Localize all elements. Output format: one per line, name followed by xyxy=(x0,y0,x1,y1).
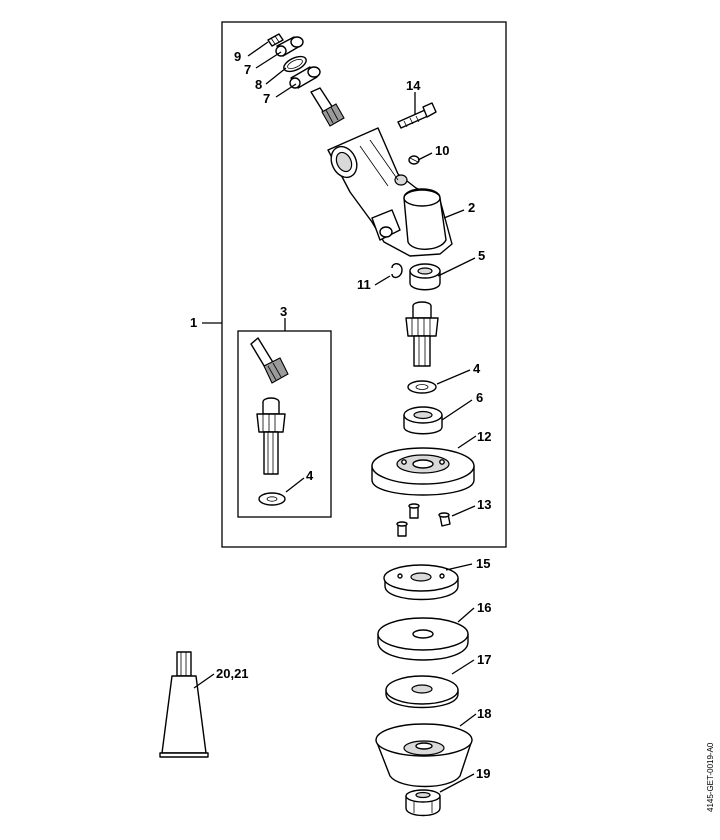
part-2-gear-housing xyxy=(327,127,453,257)
label-16: 16 xyxy=(477,600,491,615)
part-5-ball-bearing xyxy=(409,263,441,291)
part-10-screw-plug xyxy=(408,155,420,165)
label-18: 18 xyxy=(477,706,491,721)
part-13-screws xyxy=(396,503,451,537)
label-6: 6 xyxy=(476,390,483,405)
label-12: 12 xyxy=(477,429,491,444)
label-8: 8 xyxy=(255,77,262,92)
bevel-gear-shaft-main xyxy=(405,301,439,367)
label-17: 17 xyxy=(477,652,491,667)
label-13: 13 xyxy=(477,497,491,512)
leader-lines xyxy=(193,41,477,793)
part-16-disc xyxy=(377,617,469,661)
label-2: 2 xyxy=(468,200,475,215)
label-11: 11 xyxy=(357,277,371,292)
part-18-rider-plate xyxy=(375,723,473,788)
part-4-washer-box xyxy=(258,492,286,506)
bevel-pinion-upper xyxy=(310,87,345,127)
part-17-thrust-washer xyxy=(385,675,459,709)
label-1: 1 xyxy=(190,315,197,330)
label-3: 3 xyxy=(280,304,287,319)
label-9: 9 xyxy=(234,49,241,64)
label-7-lower: 7 xyxy=(263,91,270,106)
label-4-top: 4 xyxy=(473,361,481,376)
label-19: 19 xyxy=(476,766,490,781)
part-19-nut xyxy=(405,789,441,817)
label-10: 10 xyxy=(435,143,449,158)
assembly-frame-1 xyxy=(221,21,507,548)
part-7-bearing-lower xyxy=(289,66,321,89)
part-12-protective-plate xyxy=(371,447,475,496)
label-14: 14 xyxy=(406,78,421,93)
part-15-thrust-plate xyxy=(383,564,459,601)
part-14-clamp-screw xyxy=(397,102,437,129)
part-4-washer-top xyxy=(407,380,437,394)
label-4-box: 4 xyxy=(306,468,314,483)
part-9-grease-nipple xyxy=(267,33,284,47)
part-11-circlip xyxy=(391,263,403,279)
part-3-gear-set xyxy=(250,337,289,475)
part-6-ball-bearing xyxy=(403,406,443,435)
part-20-21-grease-tube xyxy=(159,651,209,758)
label-15: 15 xyxy=(476,556,490,571)
label-7-upper: 7 xyxy=(244,62,251,77)
drawing-code: 4145-GET-0019-A0 xyxy=(706,742,715,812)
label-20-21: 20,21 xyxy=(216,666,249,681)
label-5: 5 xyxy=(478,248,485,263)
